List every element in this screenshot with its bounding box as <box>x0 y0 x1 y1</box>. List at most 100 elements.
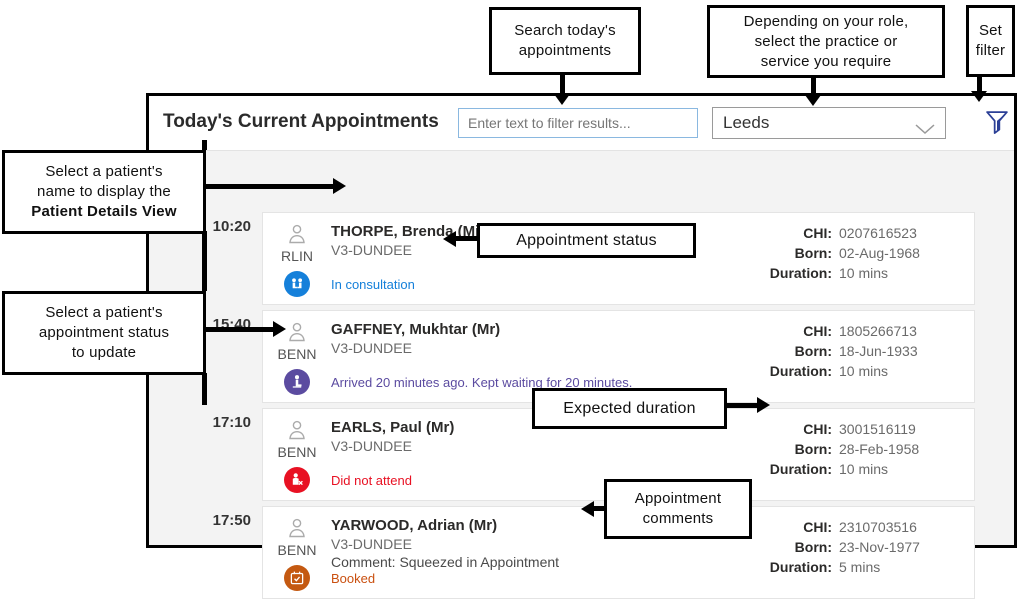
clinician-code: BENN <box>277 444 317 460</box>
patient-info-column: CHI: 2310703516 Born: 23-Nov-1977 Durati… <box>756 517 974 577</box>
appointment-status-text[interactable]: Did not attend <box>331 473 412 488</box>
patient-column: EARLS, Paul (Mr) V3-DUNDEE Did not atten… <box>331 419 756 500</box>
chi-value: 0207616523 <box>839 225 917 241</box>
patient-column: THORPE, Brenda (Miss) V3-DUNDEE In consu… <box>331 223 756 304</box>
page-title: Today's Current Appointments <box>163 111 439 132</box>
patient-org: V3-DUNDEE <box>331 536 412 552</box>
header-bar: Today's Current Appointments Leeds <box>149 96 1014 150</box>
arrow-appointment-comments <box>593 506 604 511</box>
appointment-time: 17:50 <box>212 512 251 529</box>
practice-select[interactable]: Leeds <box>712 107 946 139</box>
chi-value: 1805266713 <box>839 323 917 339</box>
chevron-down-icon <box>915 120 935 140</box>
chi-value: 3001516119 <box>839 421 916 437</box>
duration-value: 10 mins <box>839 461 889 477</box>
born-label: Born: <box>794 441 832 457</box>
born-label: Born: <box>794 539 832 555</box>
clinician-column: BENN <box>263 311 331 402</box>
arrow-expected-duration <box>727 403 758 408</box>
callout-set-filter: Set filter <box>966 5 1015 77</box>
appointment-row: 17:50 BENN YARWOOD, Adrian (Mr) V3-DUNDE… <box>149 506 1014 599</box>
arrowhead-filter <box>971 91 987 102</box>
patient-column: GAFFNEY, Mukhtar (Mr) V3-DUNDEE Arrived … <box>331 321 756 402</box>
arrow-patient-name <box>206 184 334 189</box>
appointments-list: 10:20 RLIN THORPE, Brenda (Miss) V3-DUND… <box>149 150 1014 599</box>
born-value: 23-Nov-1977 <box>839 539 920 555</box>
patient-info-column: CHI: 3001516119 Born: 28-Feb-1958 Durati… <box>756 419 974 479</box>
arrowhead-search <box>554 94 570 105</box>
born-label: Born: <box>794 343 832 359</box>
duration-label: Duration: <box>769 559 832 575</box>
connector-segment-top <box>202 140 207 150</box>
clinician-column: RLIN <box>263 213 331 304</box>
patient-name-link[interactable]: GAFFNEY, Mukhtar (Mr) <box>331 321 501 338</box>
callout-expected-duration: Expected duration <box>532 388 727 429</box>
clinician-column: BENN <box>263 409 331 500</box>
callout-search-appointments: Search today's appointments <box>489 7 641 75</box>
born-value: 02-Aug-1968 <box>839 245 920 261</box>
chi-label: CHI: <box>803 225 832 241</box>
callout-appointment-status: Appointment status <box>477 223 696 258</box>
person-silhouette-icon <box>285 516 309 545</box>
appointment-card: BENN GAFFNEY, Mukhtar (Mr) V3-DUNDEE Arr… <box>262 310 975 403</box>
appointment-time: 10:20 <box>212 218 251 235</box>
patient-name-link[interactable]: EARLS, Paul (Mr) <box>331 419 455 436</box>
arrowhead-appointment-status <box>443 231 456 247</box>
patient-org: V3-DUNDEE <box>331 242 412 258</box>
arrow-status-update <box>206 327 274 332</box>
practice-select-value: Leeds <box>723 113 770 132</box>
chi-label: CHI: <box>803 323 832 339</box>
arrow-appointment-status <box>455 236 477 241</box>
arrow-search <box>560 75 565 95</box>
appointment-time: 17:10 <box>212 414 251 431</box>
duration-label: Duration: <box>769 461 832 477</box>
clinician-code: BENN <box>277 542 317 558</box>
arrived-icon[interactable] <box>284 369 310 395</box>
born-value: 28-Feb-1958 <box>839 441 920 457</box>
born-label: Born: <box>794 245 832 261</box>
arrowhead-expected-duration <box>757 397 770 413</box>
patient-org: V3-DUNDEE <box>331 438 412 454</box>
callout-status-update: Select a patient's appointment status to… <box>2 291 206 375</box>
chi-label: CHI: <box>803 519 832 535</box>
clinician-code: RLIN <box>281 248 313 264</box>
in-consultation-icon[interactable] <box>284 271 310 297</box>
callout-select-practice: Depending on your role, select the pract… <box>707 5 945 78</box>
appointment-status-text[interactable]: Arrived 20 minutes ago. Kept waiting for… <box>331 375 633 390</box>
appointment-status-text[interactable]: Booked <box>331 571 376 586</box>
arrow-filter <box>977 77 982 92</box>
patient-info-column: CHI: 1805266713 Born: 18-Jun-1933 Durati… <box>756 321 974 381</box>
duration-label: Duration: <box>769 363 832 379</box>
filter-button[interactable] <box>983 108 1011 136</box>
person-silhouette-icon <box>285 222 309 251</box>
clinician-column: BENN <box>263 507 331 598</box>
appointment-status-text[interactable]: In consultation <box>331 277 415 292</box>
patient-info-column: CHI: 0207616523 Born: 02-Aug-1968 Durati… <box>756 223 974 283</box>
connector-segment-bottom <box>202 373 207 405</box>
arrowhead-status-update <box>273 321 286 337</box>
arrowhead-practice <box>805 95 821 106</box>
search-input[interactable] <box>458 108 698 138</box>
person-silhouette-icon <box>285 418 309 447</box>
person-silhouette-icon <box>285 320 309 349</box>
duration-value: 5 mins <box>839 559 881 575</box>
connector-segment-middle <box>202 231 207 291</box>
clinician-code: BENN <box>277 346 317 362</box>
filter-funnel-icon <box>983 111 1011 140</box>
appointment-row: 15:40 BENN GAFFNEY, Mukhtar (Mr) V3-DUND… <box>149 310 1014 403</box>
duration-value: 10 mins <box>839 265 889 281</box>
arrowhead-appointment-comments <box>581 501 594 517</box>
did-not-attend-icon[interactable] <box>284 467 310 493</box>
appointment-comment: Comment: Squeezed in Appointment <box>331 554 560 570</box>
arrowhead-patient-name <box>333 178 346 194</box>
callout-patient-name: Select a patient's name to display the P… <box>2 150 206 234</box>
patient-name-link[interactable]: THORPE, Brenda (Miss) <box>331 223 502 240</box>
chi-value: 2310703516 <box>839 519 917 535</box>
booked-icon[interactable] <box>284 565 310 591</box>
arrow-practice <box>811 78 816 96</box>
patient-org: V3-DUNDEE <box>331 340 412 356</box>
patient-name-link[interactable]: YARWOOD, Adrian (Mr) <box>331 517 498 534</box>
born-value: 18-Jun-1933 <box>839 343 918 359</box>
callout-appointment-comments: Appointment comments <box>604 479 752 539</box>
chi-label: CHI: <box>803 421 832 437</box>
